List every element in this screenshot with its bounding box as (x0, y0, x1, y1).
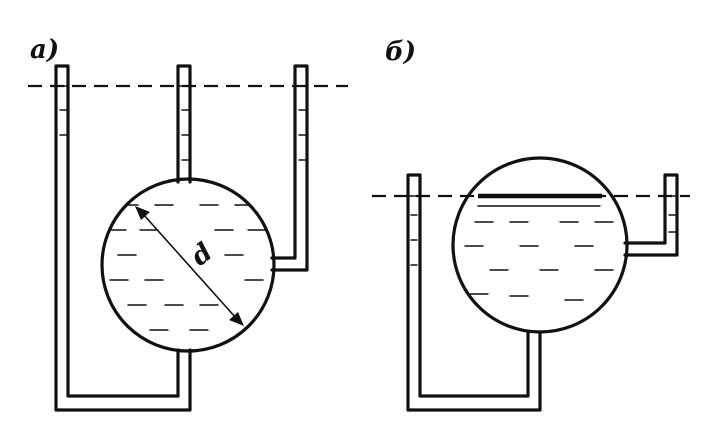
panel-a-label: a) (30, 35, 59, 65)
panel-a: a) d (28, 35, 348, 412)
top-tube-a (176, 64, 192, 184)
left-u-tube-b (406, 173, 542, 412)
left-u-tube-a (54, 64, 192, 412)
liquid-hatching-a (107, 204, 267, 331)
right-side-tube-b (623, 173, 679, 257)
panel-b-label: б) (385, 37, 416, 67)
diameter-dimension-a: d (135, 206, 244, 326)
right-side-tube-a (270, 64, 309, 272)
panel-b: б) (372, 37, 690, 412)
liquid-hatching-b (464, 205, 614, 301)
spherical-vessel-b (451, 156, 629, 334)
spherical-vessel-a (100, 177, 276, 353)
diameter-arrow-top (135, 206, 150, 220)
diameter-arrow-bottom (229, 312, 244, 326)
